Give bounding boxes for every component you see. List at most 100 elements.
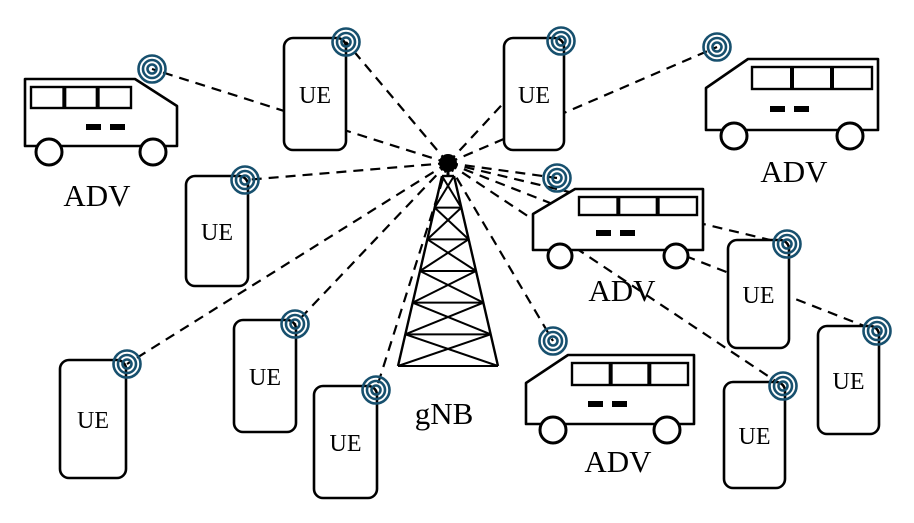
ue-label: UE	[330, 431, 362, 457]
ue-label: UE	[299, 83, 331, 109]
signal-ring	[547, 335, 559, 347]
ue-phone-body	[726, 238, 791, 350]
signal-ring	[862, 316, 892, 346]
tower-brace	[433, 206, 470, 241]
adv-label: ADV	[760, 154, 828, 189]
ue-node: UE	[502, 36, 566, 152]
ue-label: UE	[739, 424, 771, 450]
adv-node	[531, 187, 705, 270]
bus-wheel	[662, 242, 690, 270]
tower-brace	[426, 238, 477, 272]
signal-ring	[706, 36, 728, 58]
signal-waves-icon	[702, 32, 732, 62]
layer-labels: gNB ADV ADV ADV ADV	[63, 154, 828, 479]
adv-bus-drawing	[23, 77, 179, 167]
signal-ring	[137, 54, 167, 84]
ue-node: UE	[312, 384, 379, 500]
bus-windows	[750, 65, 874, 91]
tower-brace	[433, 175, 455, 209]
ue-label: UE	[833, 369, 865, 395]
signal-ring	[711, 41, 723, 53]
signal-ring	[555, 35, 567, 47]
ue-phone-body	[282, 36, 348, 152]
signal-ring	[768, 371, 798, 401]
ue-node: UE	[184, 174, 250, 288]
radio-link	[447, 45, 718, 165]
signal-ring	[542, 330, 564, 352]
bus-door-mark	[612, 401, 627, 407]
radio-link	[244, 161, 449, 182]
ue-phone-body	[816, 324, 881, 436]
ue-phone-body	[58, 358, 128, 480]
signal-ring	[280, 309, 310, 339]
ue-node: UE	[232, 318, 298, 434]
signal-waves-icon	[768, 371, 798, 401]
bus-wheel	[719, 121, 749, 151]
ue-phone-body	[232, 318, 298, 434]
bus-wheel	[835, 121, 865, 151]
bus-door-mark	[596, 230, 611, 236]
signal-waves-icon	[772, 229, 802, 259]
bus-door-mark	[770, 106, 785, 112]
ue-phone-body	[312, 384, 379, 500]
signal-ring	[335, 31, 357, 53]
signal-ring	[361, 375, 391, 405]
signal-waves-icon	[112, 349, 142, 379]
ue-node: UE	[58, 358, 128, 480]
tower-brace	[405, 333, 499, 367]
ue-label: UE	[201, 220, 233, 246]
ue-phone-body	[502, 36, 566, 152]
radio-link	[447, 161, 558, 180]
radio-link	[294, 162, 449, 325]
adv-node	[524, 353, 696, 445]
ue-label: UE	[743, 283, 775, 309]
signal-ring	[141, 58, 163, 80]
bus-door-mark	[86, 124, 101, 130]
signal-ring	[776, 233, 798, 255]
adv-node	[704, 57, 880, 151]
layer-antennas	[112, 26, 892, 405]
adv-label: ADV	[588, 273, 656, 308]
signal-ring	[121, 358, 133, 370]
signal-ring	[772, 375, 794, 397]
signal-waves-icon	[862, 316, 892, 346]
signal-ring	[542, 163, 572, 193]
bus-door-mark	[620, 230, 635, 236]
hub-dot	[439, 154, 457, 172]
adv-label: ADV	[63, 178, 131, 213]
signal-ring	[284, 313, 306, 335]
signal-ring	[112, 349, 142, 379]
bus-windows	[577, 195, 699, 217]
bus-door-mark	[110, 124, 125, 130]
signal-ring	[340, 36, 352, 48]
ue-node: UE	[816, 324, 881, 436]
signal-waves-icon	[542, 163, 572, 193]
signal-waves-icon	[538, 326, 568, 356]
signal-ring	[365, 379, 387, 401]
adv-bus-drawing	[531, 187, 705, 270]
signal-ring	[370, 384, 382, 396]
adv-label: ADV	[584, 444, 652, 479]
signal-ring	[146, 63, 158, 75]
bus-windows	[570, 361, 690, 387]
gnb-label: gNB	[415, 396, 474, 431]
ue-label: UE	[249, 365, 281, 391]
signal-ring	[538, 326, 568, 356]
signal-ring	[550, 30, 572, 52]
signal-ring	[871, 325, 883, 337]
radio-link	[126, 162, 449, 365]
radio-link	[447, 162, 554, 342]
ue-label: UE	[518, 83, 550, 109]
ue-label: UE	[77, 408, 109, 434]
tower-brace	[419, 270, 484, 304]
signal-waves-icon	[331, 27, 361, 57]
signal-ring	[234, 169, 256, 191]
bus-door-mark	[588, 401, 603, 407]
signal-ring	[551, 172, 563, 184]
adv-bus-drawing	[524, 353, 696, 445]
bus-door-mark	[794, 106, 809, 112]
bus-wheel	[652, 415, 682, 445]
signal-ring	[772, 229, 802, 259]
